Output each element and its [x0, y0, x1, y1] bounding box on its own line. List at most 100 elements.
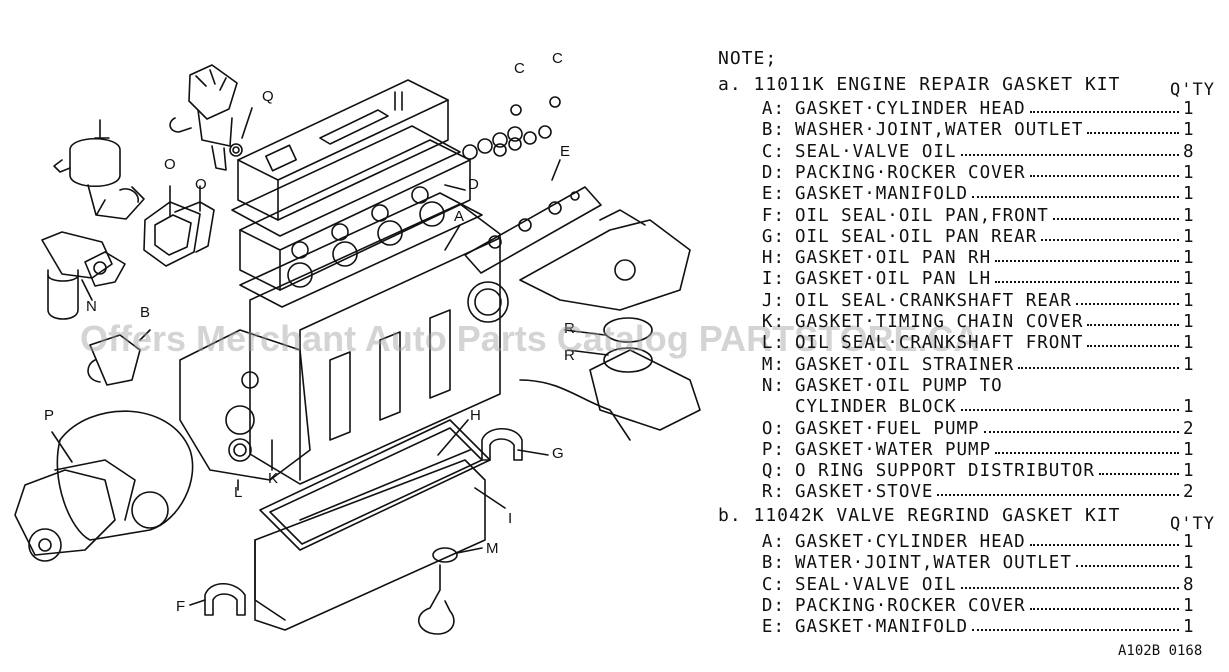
part-letter: G:	[761, 226, 785, 247]
callout-c-1: C	[514, 60, 525, 77]
leader-dots	[960, 153, 1179, 156]
part-name: GASKET·OIL PAN RH	[795, 248, 992, 269]
part-name: GASKET·OIL PUMP TO	[795, 375, 1003, 396]
part-qty: 1	[1183, 532, 1195, 552]
callout-d: D	[468, 176, 479, 193]
leader-dots	[972, 629, 1179, 632]
diagram-code: A102B 0168	[1118, 643, 1203, 659]
stove-drawing	[519, 317, 701, 441]
kit-a-qty-header: Q'TY	[1170, 80, 1215, 100]
distributor-drawing	[169, 64, 243, 171]
part-name: OIL SEAL·OIL PAN,FRONT	[795, 205, 1049, 226]
callout-g: G	[552, 445, 564, 462]
callout-k: K	[268, 470, 279, 487]
timing-cover-drawing	[179, 329, 311, 481]
part-qty: 1	[1183, 99, 1195, 119]
part-qty: 2	[1183, 482, 1195, 503]
rocker-gasket-drawing	[231, 125, 461, 237]
part-letter: O:	[761, 418, 785, 439]
leader-dots	[995, 281, 1179, 284]
manifold-drawing	[519, 209, 691, 311]
callout-h: H	[470, 407, 481, 424]
leader-dots	[937, 494, 1179, 497]
part-letter: E:	[761, 617, 785, 638]
callout-p: P	[44, 407, 55, 424]
part-letter: H:	[761, 248, 785, 269]
callout-r-2: R	[564, 347, 575, 364]
leader-dots	[1029, 111, 1179, 113]
part-letter: Q:	[761, 461, 785, 482]
parts-list-row: N:GASKET·OIL PUMP TO	[755, 376, 1205, 396]
front-seal-drawing	[228, 438, 252, 462]
part-letter: A:	[761, 99, 785, 119]
callout-n: N	[86, 298, 97, 315]
rocker-cover-drawing	[237, 79, 449, 221]
part-name: CYLINDER BLOCK	[795, 397, 957, 418]
part-qty: 1	[1183, 439, 1195, 460]
part-name: GASKET·OIL PAN LH	[795, 269, 992, 290]
callout-o-1: O	[164, 156, 176, 173]
part-qty: 1	[1183, 312, 1195, 332]
callout-l: L	[234, 484, 243, 501]
part-qty: 1	[1183, 290, 1195, 311]
rear-oilpan-seal-drawing	[481, 427, 523, 461]
part-name: GASKET·WATER PUMP	[795, 439, 992, 460]
callout-i: I	[508, 510, 513, 527]
part-name: GASKET·MANIFOLD	[795, 184, 969, 205]
part-name: SEAL·VALVE OIL	[795, 574, 957, 595]
fuel-pump-drawing	[53, 119, 145, 220]
part-qty: 1	[1183, 226, 1195, 247]
leader-dots	[983, 430, 1179, 433]
part-letter: M:	[761, 354, 785, 375]
leader-dots	[1075, 565, 1179, 568]
parts-list-row: C: SEAL·VALVE OIL 8	[755, 575, 1205, 595]
leader-dots	[1029, 544, 1179, 546]
part-name: GASKET·STOVE	[795, 482, 934, 503]
leader-dots	[1087, 324, 1179, 326]
part-qty: 1	[1183, 184, 1195, 205]
leader-dots	[1087, 345, 1179, 348]
part-letter: J:	[761, 290, 785, 311]
part-qty: 1	[1183, 461, 1195, 482]
callout-a: A	[454, 208, 465, 225]
part-qty: 1	[1183, 333, 1195, 354]
part-letter: C:	[761, 574, 785, 595]
leader-dots	[995, 260, 1179, 263]
kit-b-title: b. 11042K VALVE REGRIND GASKET KIT	[718, 505, 1121, 526]
leader-dots	[1029, 607, 1179, 610]
leader-dots	[960, 586, 1179, 589]
part-name: SEAL·VALVE OIL	[795, 141, 957, 162]
part-qty: 8	[1183, 141, 1195, 162]
part-qty: 8	[1183, 574, 1195, 595]
leader-dots	[1075, 302, 1179, 305]
part-letter: P:	[761, 439, 785, 460]
part-letter: A:	[761, 532, 785, 552]
oil-pan-gasket-drawing	[259, 419, 491, 551]
part-letter: K:	[761, 312, 785, 332]
parts-list-row: P: GASKET·WATER PUMP 1	[755, 440, 1205, 460]
callout-o-2: O	[195, 176, 207, 193]
cylinder-head-drawing	[239, 139, 471, 291]
callout-e: E	[560, 143, 571, 160]
leader-dots	[1018, 366, 1179, 369]
part-name: GASKET·CYLINDER HEAD	[795, 532, 1026, 552]
callout-f: F	[176, 598, 186, 615]
note-title: NOTE;	[718, 48, 778, 69]
leader-dots	[960, 409, 1179, 412]
leader-dots	[1098, 473, 1179, 476]
water-outlet-drawing	[87, 334, 141, 386]
part-letter: I:	[761, 269, 785, 290]
